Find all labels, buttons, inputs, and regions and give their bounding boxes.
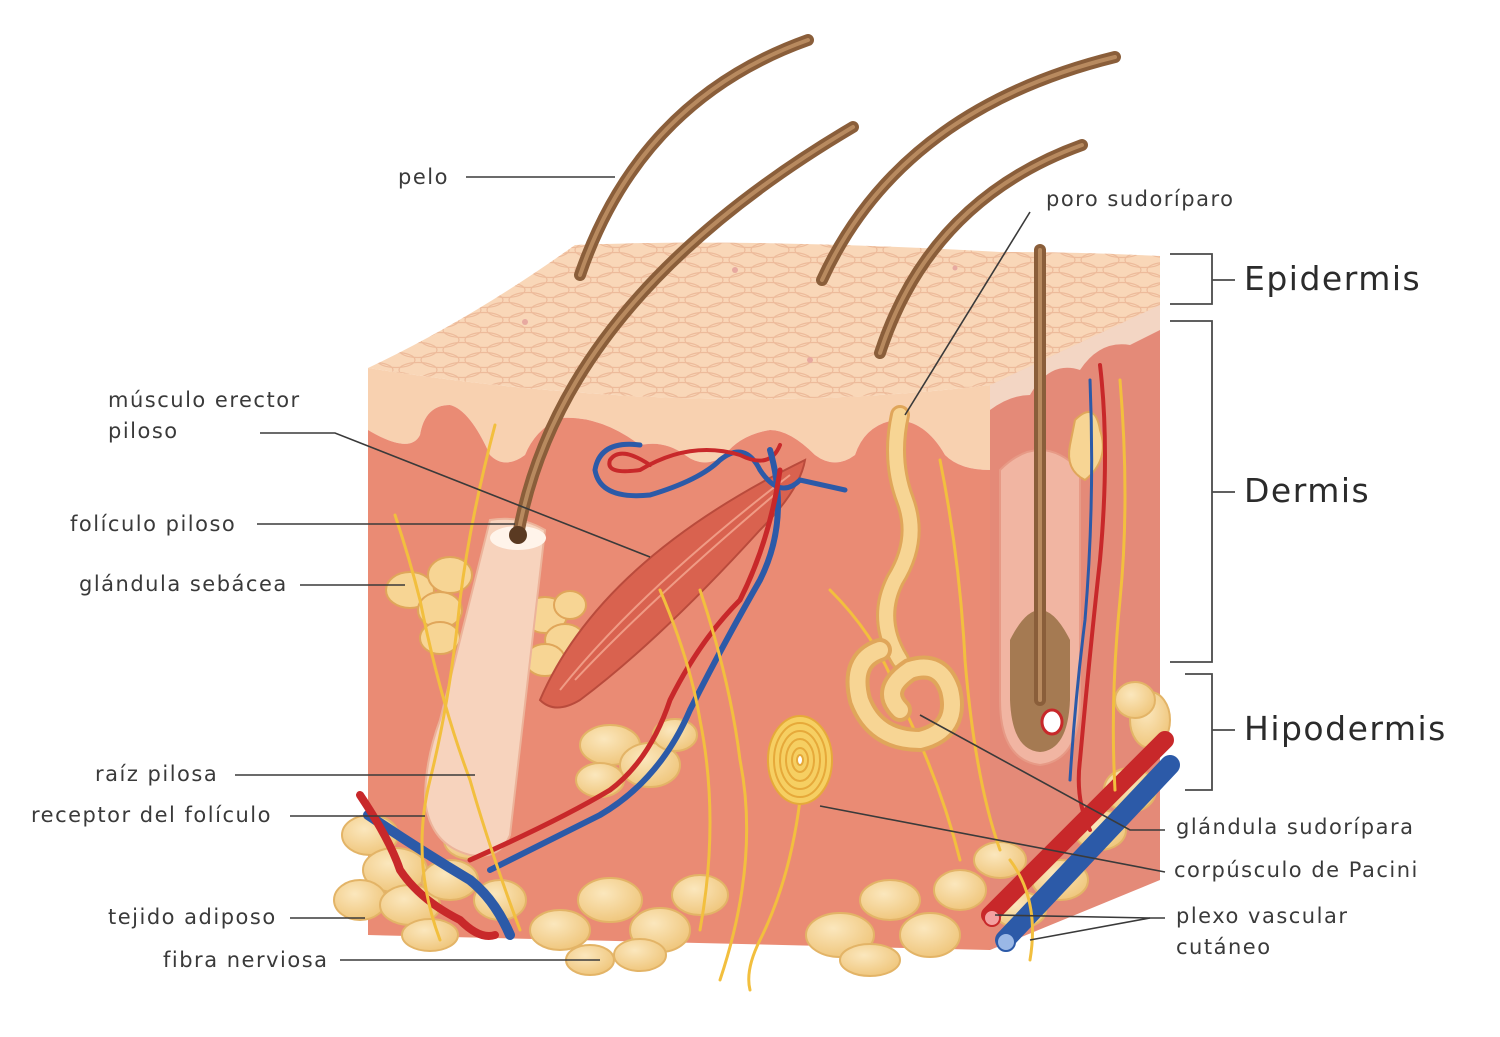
sweat-gland <box>845 405 964 753</box>
epidermis-front <box>368 368 990 470</box>
label-plexo-vascular: plexo vascular <box>1176 904 1349 928</box>
label-glandula-sebacea: glándula sebácea <box>79 572 288 596</box>
label-poro-sudoriparo: poro sudoríparo <box>1046 187 1235 211</box>
label-raiz-pilosa: raíz pilosa <box>95 762 219 786</box>
layer-epidermis: Epidermis <box>1244 259 1422 298</box>
label-fibra-nerviosa: fibra nerviosa <box>163 948 329 972</box>
label-receptor-foliculo: receptor del folículo <box>31 803 272 827</box>
layer-hipodermis: Hipodermis <box>1244 709 1447 748</box>
layer-dermis: Dermis <box>1244 471 1371 510</box>
hairs <box>509 34 1121 706</box>
label-pelo: pelo <box>398 165 449 189</box>
label-plexo-vascular-cutaneo: cutáneo <box>1176 935 1272 959</box>
label-foliculo-piloso: folículo piloso <box>70 512 237 536</box>
label-musculo-erector-piloso: piloso <box>108 419 179 443</box>
layer-brackets <box>1170 253 1235 791</box>
arrector-pili-muscle <box>538 458 807 709</box>
pacinian-corpuscle <box>767 715 833 805</box>
label-musculo-erector: músculo erector <box>108 388 301 412</box>
label-tejido-adiposo: tejido adiposo <box>108 905 277 929</box>
blood-vessels <box>356 363 1180 952</box>
leader-lines <box>235 176 1166 961</box>
hair-follicle <box>423 517 547 857</box>
label-glandula-sudoripara: glándula sudorípara <box>1176 815 1415 839</box>
label-corpusculo-pacini: corpúsculo de Pacini <box>1174 858 1419 882</box>
epidermis-top <box>368 242 1160 400</box>
